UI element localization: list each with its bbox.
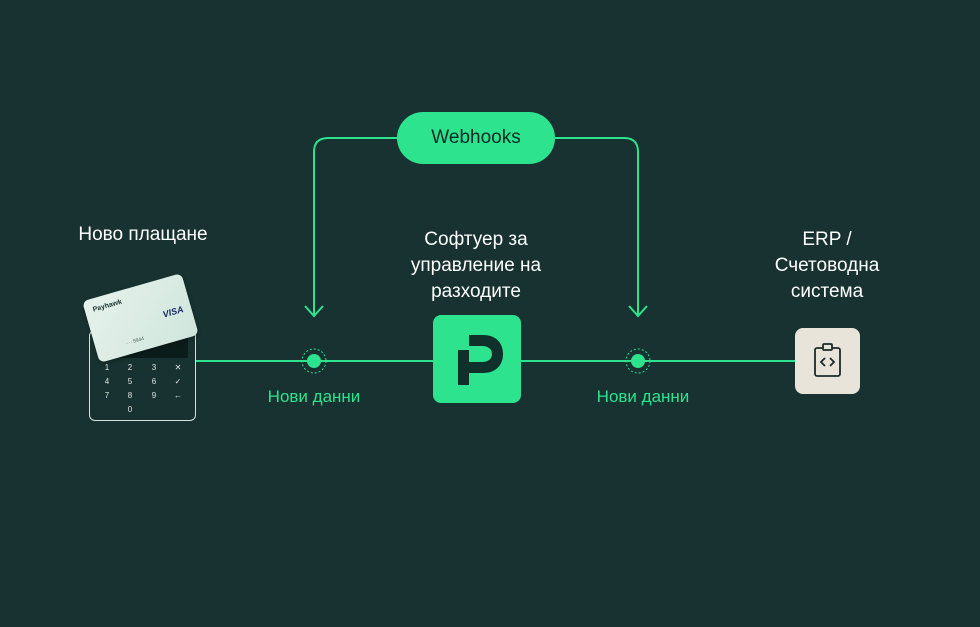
- terminal-key: 2: [127, 363, 133, 372]
- terminal-key: 3: [151, 363, 157, 372]
- terminal-key: 7: [104, 391, 110, 400]
- webhook-branch-left: [313, 137, 397, 316]
- arrow-down-icon: [628, 305, 648, 318]
- erp-box: [795, 328, 860, 394]
- data-point-right: [625, 348, 651, 374]
- code-clipboard-icon: [814, 343, 841, 377]
- terminal-key: 9: [151, 391, 157, 400]
- terminal-key: 1: [104, 363, 110, 372]
- erp-label: ERP / Счетоводна система: [774, 229, 880, 302]
- card-number: ···· 5944: [124, 335, 145, 347]
- webhooks-label: Webhooks: [431, 127, 521, 148]
- webhooks-pill: Webhooks: [397, 112, 555, 164]
- payhawk-logo-icon: [433, 315, 521, 403]
- new-data-label-right: Нови данни: [596, 387, 690, 406]
- visa-logo: VISA: [161, 304, 185, 320]
- terminal-key: ✓: [174, 377, 182, 386]
- terminal-key: 5: [127, 377, 133, 386]
- card-brand: Payhawk: [92, 298, 123, 314]
- terminal-key: 6: [151, 377, 157, 386]
- expense-software-label: Софтуер за управление на разходите: [410, 229, 542, 302]
- terminal-key: 8: [127, 391, 133, 400]
- terminal-key: ←: [174, 391, 182, 400]
- data-point-left: [301, 348, 327, 374]
- terminal-key: 4: [104, 377, 110, 386]
- webhook-branch-right: [555, 137, 639, 316]
- terminal-key: ✕: [174, 363, 182, 372]
- new-payment-label: Ново плащане: [78, 224, 208, 245]
- terminal-key: 0: [127, 405, 133, 414]
- new-data-label-left: Нови данни: [267, 387, 361, 406]
- arrow-down-icon: [304, 305, 324, 318]
